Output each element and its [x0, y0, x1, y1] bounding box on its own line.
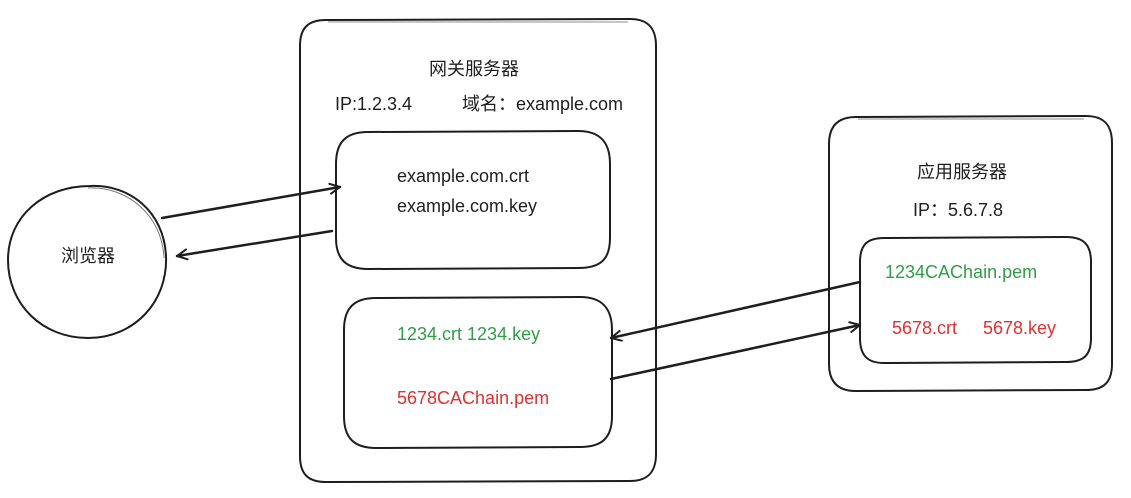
- arrow-browser-to-gateway: [160, 182, 342, 220]
- gateway-domain: 域名：example.com: [462, 94, 623, 114]
- gateway-mtls-box: [343, 295, 613, 450]
- app-server-crt-file: 5678.crt: [892, 318, 957, 338]
- arrow-gateway-to-app: [609, 321, 862, 381]
- app-server-title: 应用服务器: [917, 162, 1007, 182]
- gateway-key-file: example.com.key: [397, 196, 537, 216]
- gateway-client-cert-pair: 1234.crt 1234.key: [397, 324, 540, 344]
- gateway-cert-box: [335, 129, 611, 271]
- gateway-title: 网关服务器: [429, 59, 519, 79]
- app-server-cert-box: [859, 235, 1092, 365]
- gateway-ca-chain: 5678CAChain.pem: [397, 388, 549, 408]
- browser-label: 浏览器: [61, 246, 115, 266]
- app-server-node: 应用服务器 IP：5.6.7.8 1234CAChain.pem 5678.cr…: [828, 114, 1113, 393]
- gateway-ip: IP:1.2.3.4: [335, 94, 412, 114]
- app-server-key-file: 5678.key: [983, 318, 1056, 338]
- gateway-server-node: 网关服务器 IP:1.2.3.4 域名：example.com example.…: [299, 17, 657, 484]
- arrow-gateway-to-browser: [175, 229, 334, 261]
- connection-arrows: [160, 182, 862, 381]
- app-server-ca-chain: 1234CAChain.pem: [885, 262, 1037, 282]
- browser-circle: [6, 184, 168, 340]
- app-server-outer-box: [828, 114, 1113, 393]
- gateway-crt-file: example.com.crt: [397, 166, 529, 186]
- gateway-outer-box: [299, 17, 657, 484]
- app-server-ip: IP：5.6.7.8: [913, 200, 1003, 220]
- browser-node: 浏览器: [6, 184, 168, 340]
- arrow-app-to-gateway: [609, 280, 862, 342]
